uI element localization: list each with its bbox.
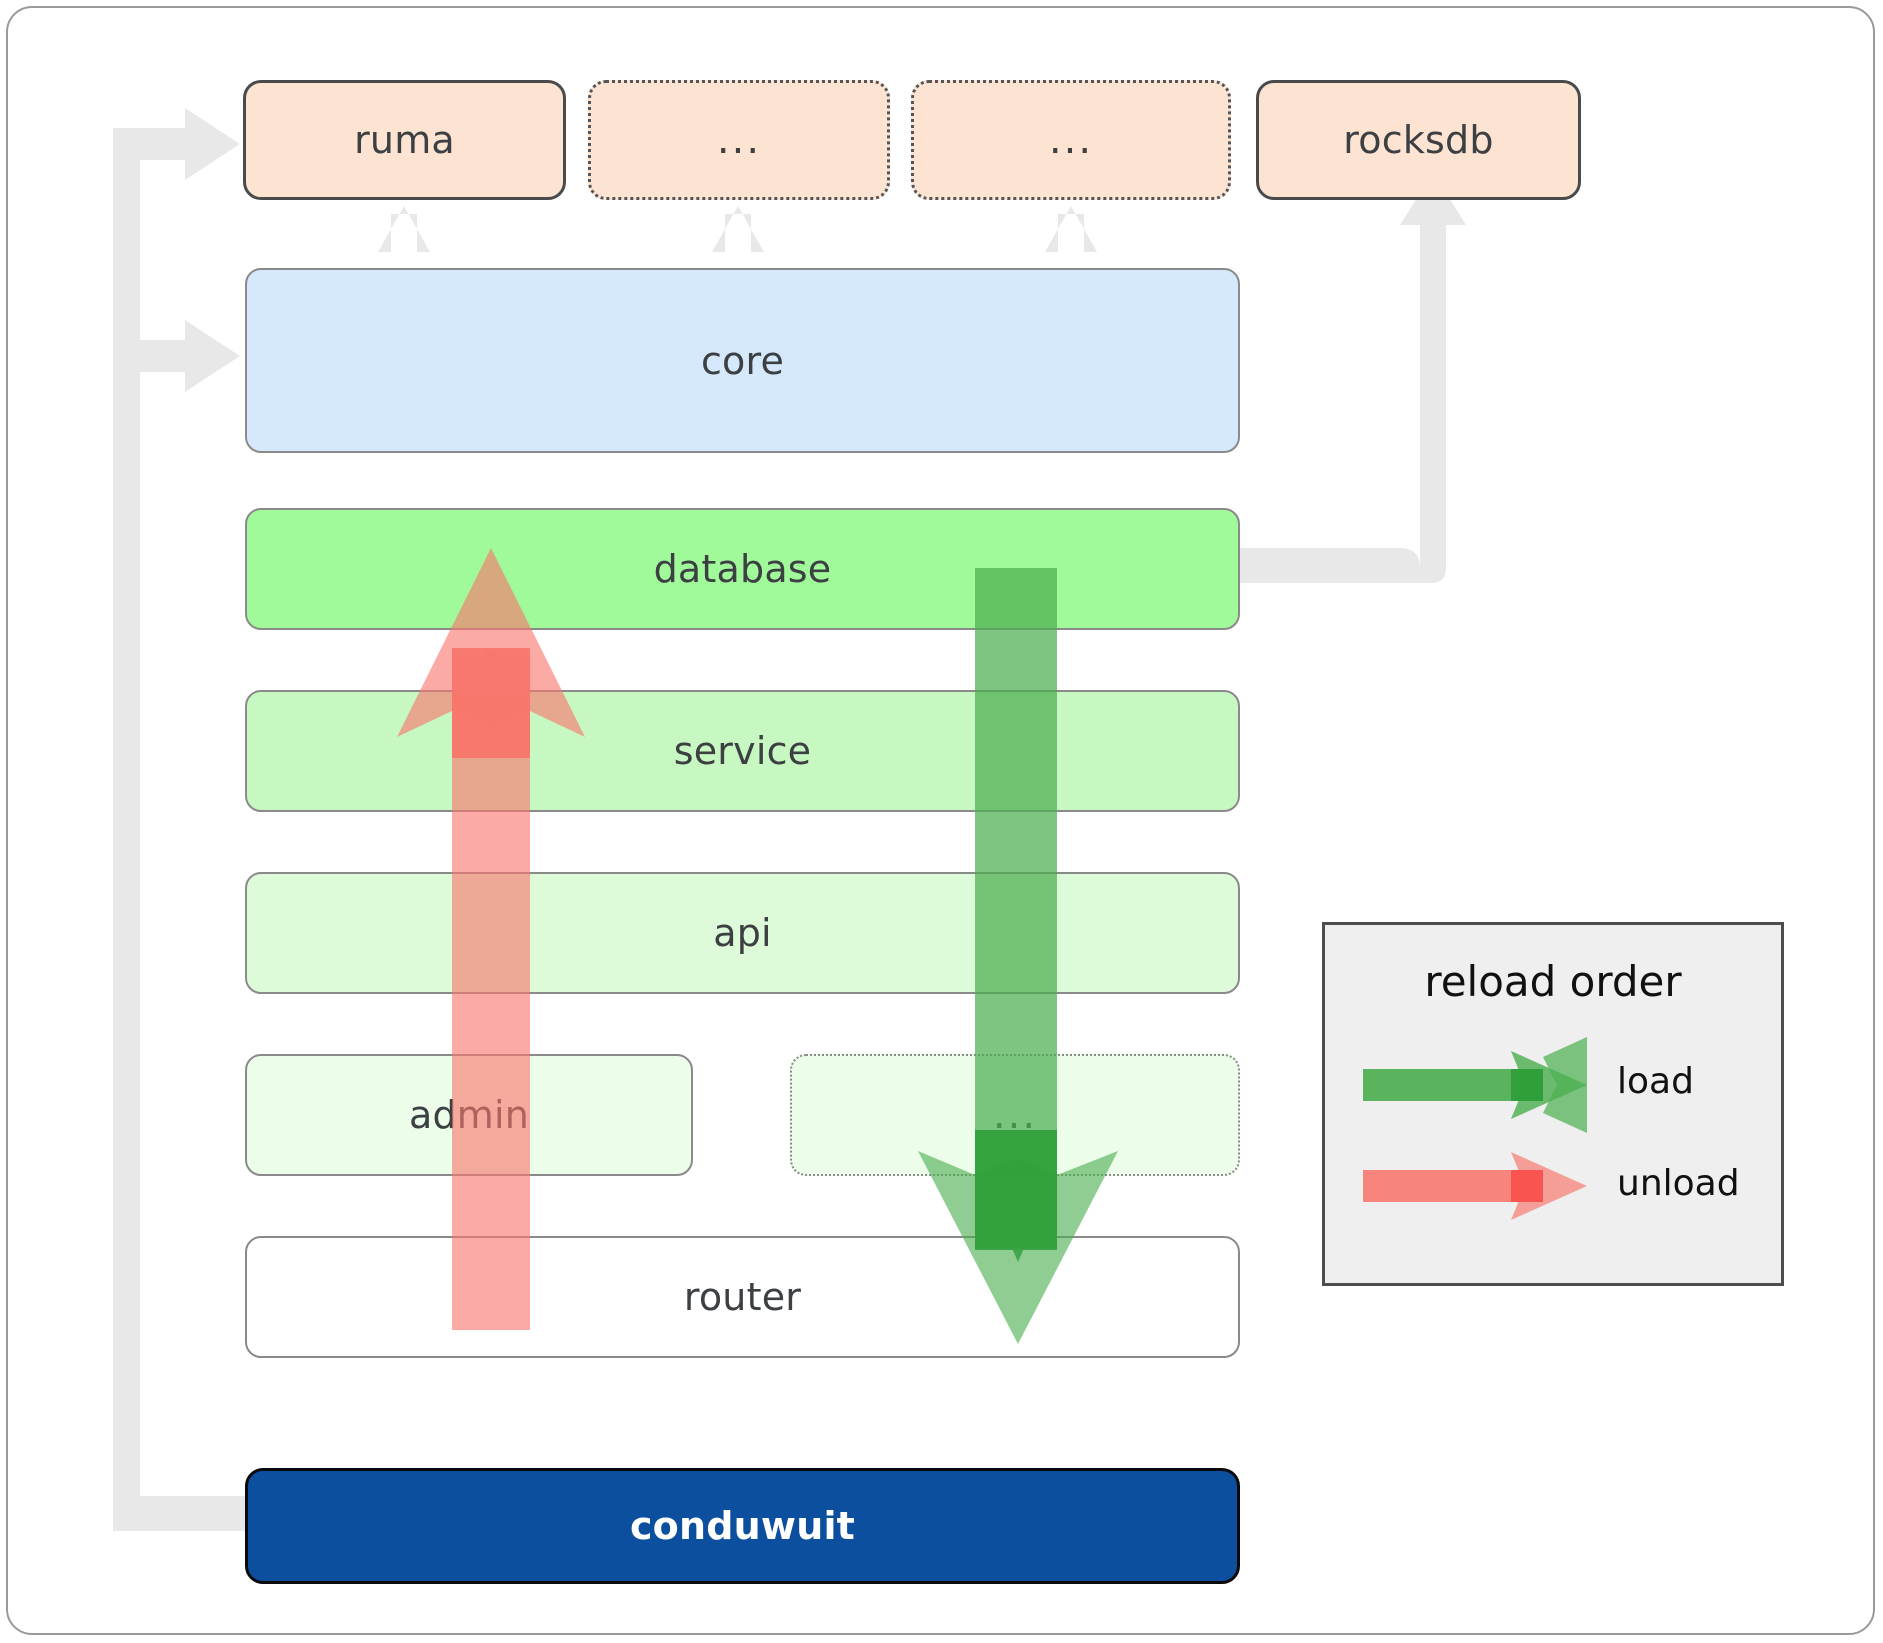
node-rocksdb-label: rocksdb [1343,118,1494,162]
legend-unload-arrow-icon [1363,1152,1587,1220]
node-core[interactable]: core [245,268,1240,453]
node-api-label: api [713,911,772,955]
node-service[interactable]: service [245,690,1240,812]
node-core-label: core [700,338,785,383]
node-database[interactable]: database [245,508,1240,630]
node-external-placeholder-1[interactable]: ... [588,80,890,200]
node-external-placeholder-2[interactable]: ... [911,80,1231,200]
legend-title: reload order [1424,957,1682,1006]
node-service-label: service [673,729,812,773]
diagram-frame [6,6,1875,1635]
node-api[interactable]: api [245,872,1240,994]
node-admin-label: admin [408,1093,530,1137]
node-rocksdb[interactable]: rocksdb [1256,80,1581,200]
legend-reload-order: reload order load unload [1322,922,1784,1286]
node-stack-placeholder[interactable]: ... [790,1054,1240,1176]
node-conduwuit[interactable]: conduwuit [245,1468,1240,1584]
legend-load-arrow-icon [1363,1037,1587,1133]
node-router-label: router [683,1275,802,1319]
node-conduwuit-label: conduwuit [629,1504,856,1548]
legend-label-unload: unload [1617,1163,1740,1204]
node-external-placeholder-1-label: ... [716,117,762,163]
node-external-placeholder-2-label: ... [1048,117,1094,163]
legend-arrow-icons [1363,1037,1587,1220]
legend-label-load: load [1617,1061,1694,1102]
node-admin[interactable]: admin [245,1054,693,1176]
node-stack-placeholder-label: ... [992,1092,1038,1138]
node-ruma-label: ruma [354,118,455,162]
node-database-label: database [653,547,832,591]
node-router[interactable]: router [245,1236,1240,1358]
node-ruma[interactable]: ruma [243,80,566,200]
